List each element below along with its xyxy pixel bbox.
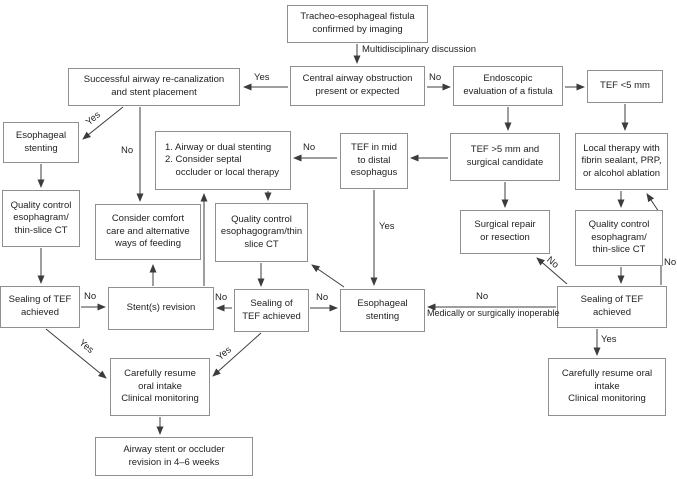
edge-label-yes-central-recanal: Yes (254, 72, 270, 83)
arrow-esophstentmid-qcmid (311, 264, 345, 288)
node-tef-gt5mm: TEF >5 mm and surgical candidate (450, 133, 560, 181)
node-local-therapy: Local therapy with fibrin sealant, PRP, … (575, 133, 668, 190)
edge-label-no-sealright-esophstent: No (476, 291, 489, 302)
node-airway-dual-stenting: 1. Airway or dual stenting 2. Consider s… (155, 131, 291, 190)
node-sealing-right: Sealing of TEF achieved (557, 286, 667, 328)
node-central-obstruction: Central airway obstruction present or ex… (290, 66, 425, 106)
node-stent-revision: Stent(s) revision (108, 287, 214, 330)
node-qc-left: Quality control esophagram/ thin-slice C… (2, 190, 80, 247)
node-sealing-left: Sealing of TEF achieved (0, 286, 80, 328)
edge-label-no-sealmid-esophstent: No (316, 292, 329, 303)
node-resume-left: Carefully resume oral intake Clinical mo… (110, 358, 210, 416)
node-tef-mid-distal: TEF in mid to distal esophagus (340, 133, 408, 189)
arrow-sealleft-resumeleft (45, 328, 107, 379)
arrow-recanal-esophstentleft (82, 106, 124, 140)
node-confirmed: Tracheo-esophageal fistula confirmed by … (287, 5, 428, 43)
edge-label-no-tefmid-airwaydual: No (303, 142, 316, 153)
edge-label-inoperable: Medically or surgically inoperable (427, 308, 560, 318)
node-tef-lt5mm: TEF <5 mm (587, 70, 663, 103)
edge-label-yes-tefmid-esophstent: Yes (379, 221, 395, 232)
node-esophageal-stenting-left: Esophageal stenting (3, 122, 79, 163)
node-comfort-care: Consider comfort care and alternative wa… (95, 204, 201, 260)
edge-label-yes-sealright-resume: Yes (601, 334, 617, 345)
node-resume-right: Carefully resume oral intake Clinical mo… (548, 358, 666, 416)
edge-label-no-sealleft-stentrev: No (84, 291, 97, 302)
node-sealing-mid: Sealing of TEF achieved (234, 289, 309, 332)
edge-label-no-central-endoscopic: No (429, 72, 442, 83)
node-endoscopic-eval: Endoscopic evaluation of a fistula (453, 66, 563, 106)
node-recanalization: Successful airway re-canalization and st… (68, 68, 240, 106)
arrow-sealright-surgical (536, 257, 568, 285)
edge-label-no-sealmid-stentrev: No (215, 292, 228, 303)
node-qc-mid: Quality control esophagogram/thin slice … (215, 203, 308, 262)
node-airway-revision: Airway stent or occluder revision in 4–6… (95, 437, 253, 476)
node-esophageal-stenting-mid: Esophageal stenting (340, 289, 425, 332)
edge-label-no-sealright-localtherapy: No (664, 257, 677, 268)
node-qc-right: Quality control esophagram/ thin-slice C… (575, 210, 663, 266)
edge-label-multidisciplinary: Multidisciplinary discussion (362, 44, 477, 55)
node-surgical-repair: Surgical repair or resection (460, 210, 550, 254)
edge-label-no-recanal-comfort: No (121, 145, 134, 156)
arrow-sealmid-resumeleft (212, 332, 262, 377)
